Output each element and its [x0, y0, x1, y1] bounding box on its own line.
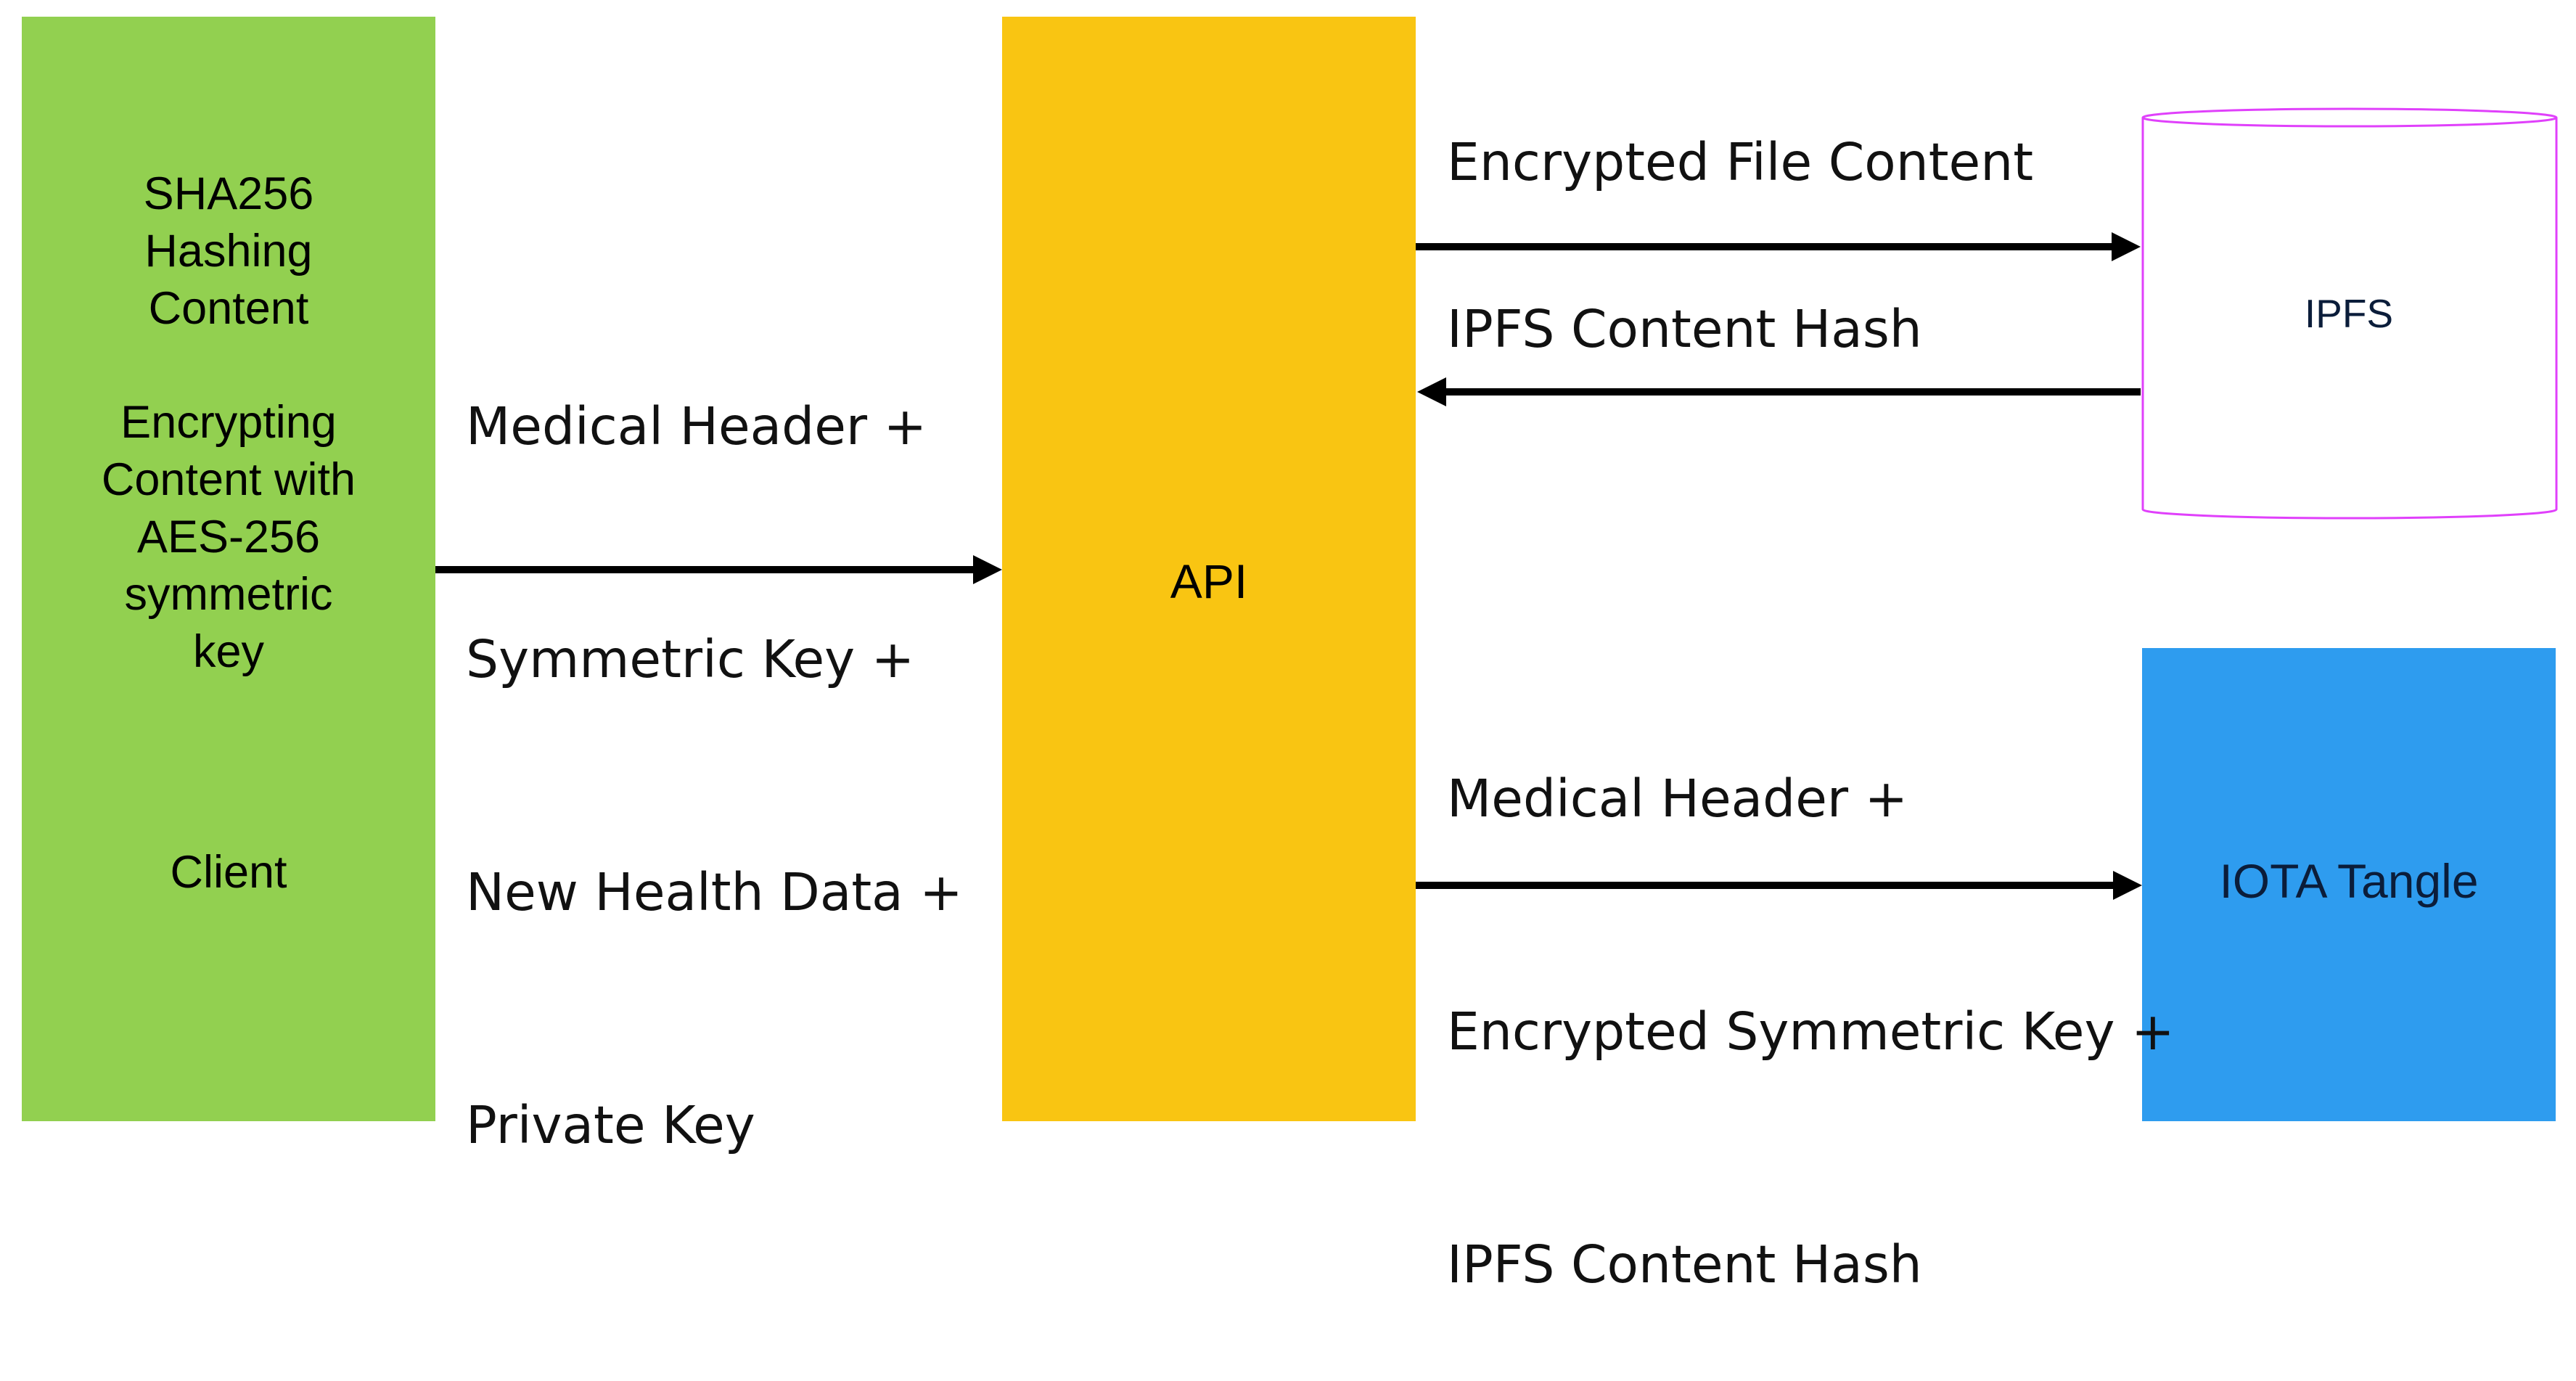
client-hashing-line: Hashing	[144, 226, 313, 276]
flow-label-line: Symmetric Key +	[466, 629, 915, 689]
arrow-api-to-tangle	[1416, 871, 2142, 900]
client-node: SHA256 Hashing Content Encrypting Conten…	[22, 17, 435, 1121]
client-hashing-step: SHA256 Hashing Content	[22, 165, 435, 337]
client-encryption-line: Encrypting	[120, 397, 337, 448]
client-encryption-line: symmetric	[124, 569, 333, 620]
iota-tangle-label: IOTA Tangle	[2219, 854, 2479, 908]
flow-label-line: Private Key	[466, 1095, 755, 1155]
client-encryption-line: AES-256	[136, 512, 321, 562]
flow-arrows	[435, 232, 2142, 900]
flow-label-line: Medical Header +	[1447, 769, 1908, 829]
client-label: Client	[170, 847, 287, 898]
flow-label-line: New Health Data +	[466, 862, 963, 922]
flow-label-line: IPFS Content Hash	[1447, 1234, 1922, 1295]
flow-label-api-to-ipfs: Encrypted File Content	[1447, 132, 2034, 192]
flow-label-api-to-tangle: Medical Header + Encrypted Symmetric Key…	[1447, 605, 2175, 1381]
client-encryption-line: Content with	[101, 454, 356, 505]
api-node: API	[1002, 17, 1416, 1121]
ipfs-cylinder-icon	[2141, 107, 2558, 520]
client-encryption-line: key	[192, 626, 265, 677]
flow-label-client-to-api: Medical Header + Symmetric Key + New Hea…	[466, 232, 963, 1242]
ipfs-label: IPFS	[2304, 291, 2394, 336]
ipfs-cylinder-top	[2141, 107, 2558, 128]
flow-label-line: Medical Header +	[466, 396, 927, 456]
iota-tangle-node: IOTA Tangle	[2142, 648, 2556, 1121]
client-encryption-step: Encrypting Content with AES-256 symmetri…	[22, 394, 435, 681]
arrow-ipfs-to-api	[1417, 377, 2141, 406]
flow-label-line: Encrypted Symmetric Key +	[1447, 1001, 2175, 1062]
ipfs-cylinder-body	[2141, 118, 2558, 520]
arrow-client-to-api	[435, 555, 1002, 584]
flow-label-ipfs-to-api: IPFS Content Hash	[1447, 299, 1922, 359]
api-label: API	[1170, 554, 1248, 608]
client-hashing-line: SHA256	[143, 168, 314, 219]
client-hashing-line: Content	[148, 283, 309, 334]
arrow-api-to-ipfs	[1416, 232, 2141, 261]
